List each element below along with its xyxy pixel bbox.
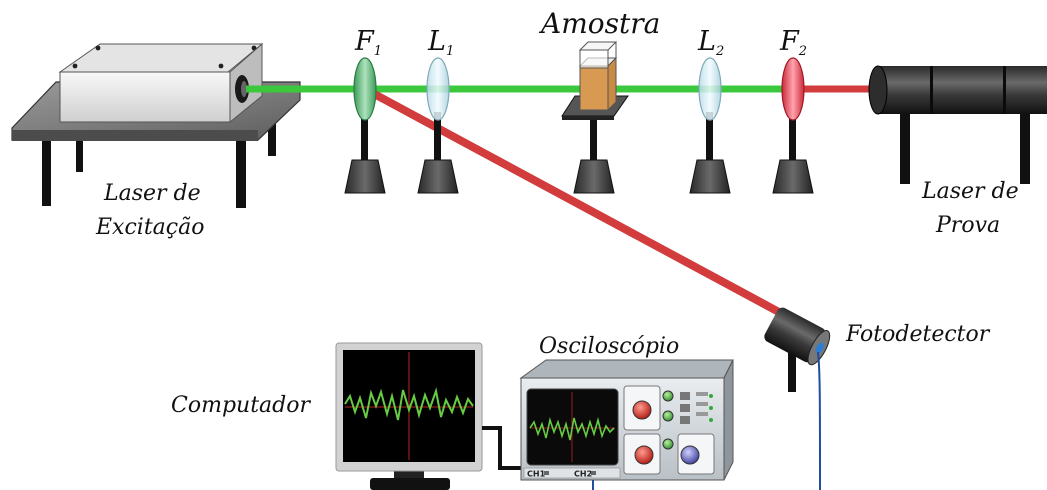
mount-base bbox=[344, 159, 386, 194]
lens-l2 bbox=[698, 57, 722, 121]
excitation-laser-assembly bbox=[11, 42, 301, 208]
label-amostra: Amostra bbox=[538, 7, 660, 40]
oscilloscope-ch1-label: CH1 bbox=[527, 470, 546, 479]
oscilloscope-knob-green bbox=[662, 438, 674, 450]
oscilloscope-knob-red bbox=[632, 400, 652, 420]
excitation-laser-box-top bbox=[58, 43, 264, 73]
label-l2: L2 bbox=[697, 26, 724, 59]
mount-base bbox=[689, 159, 731, 194]
table-leg bbox=[42, 140, 51, 206]
table-leg bbox=[236, 140, 246, 208]
label-laser-excitacao-2: Excitação bbox=[95, 215, 204, 240]
photodetector bbox=[764, 307, 831, 490]
label-laser-excitacao-1: Laser de bbox=[103, 181, 201, 206]
computer-cable bbox=[482, 426, 524, 470]
sample-cuvette bbox=[561, 41, 629, 120]
excitation-laser-box bbox=[59, 71, 231, 123]
monitor-trace bbox=[344, 387, 474, 421]
mount-base bbox=[573, 159, 615, 194]
probe-laser-body bbox=[878, 66, 1047, 114]
mount-base bbox=[772, 159, 814, 194]
oscilloscope-knob-blue bbox=[680, 445, 700, 465]
table-leg bbox=[76, 140, 83, 172]
oscilloscope-trace bbox=[529, 416, 615, 441]
probe-laser-aperture bbox=[868, 65, 888, 115]
oscilloscope-ch2-label: CH2 bbox=[574, 470, 592, 479]
optic-mounts bbox=[344, 112, 814, 194]
probe-laser-leg bbox=[1020, 110, 1030, 184]
label-f2: F2 bbox=[779, 26, 807, 59]
table-leg bbox=[268, 118, 276, 156]
probe-laser-assembly bbox=[868, 65, 1047, 184]
label-computador: Computador bbox=[171, 393, 311, 418]
label-osciloscopio: Osciloscópio bbox=[539, 334, 679, 359]
label-l1: L1 bbox=[427, 26, 454, 59]
oscilloscope-knob-green bbox=[662, 410, 674, 422]
oscilloscope-knob-red bbox=[634, 445, 654, 465]
filter-f1 bbox=[353, 57, 377, 121]
photodetector-cable bbox=[817, 351, 821, 490]
label-laser-prova-2: Prova bbox=[935, 213, 1000, 238]
mount-base bbox=[417, 159, 459, 194]
computer-monitor bbox=[335, 342, 483, 490]
probe-laser-leg bbox=[900, 110, 910, 184]
label-f1: F1 bbox=[354, 26, 382, 59]
label-fotodetector: Fotodetector bbox=[845, 322, 991, 347]
oscilloscope: CH1 CH2 bbox=[519, 359, 734, 481]
label-laser-prova-1: Laser de bbox=[921, 179, 1019, 204]
lens-l1 bbox=[426, 57, 450, 121]
probe-beam-reflected bbox=[363, 85, 792, 322]
oscilloscope-knob-green bbox=[662, 390, 674, 402]
monitor-stand bbox=[370, 478, 450, 490]
filter-f2 bbox=[781, 57, 805, 121]
photodetector-window bbox=[815, 342, 824, 354]
